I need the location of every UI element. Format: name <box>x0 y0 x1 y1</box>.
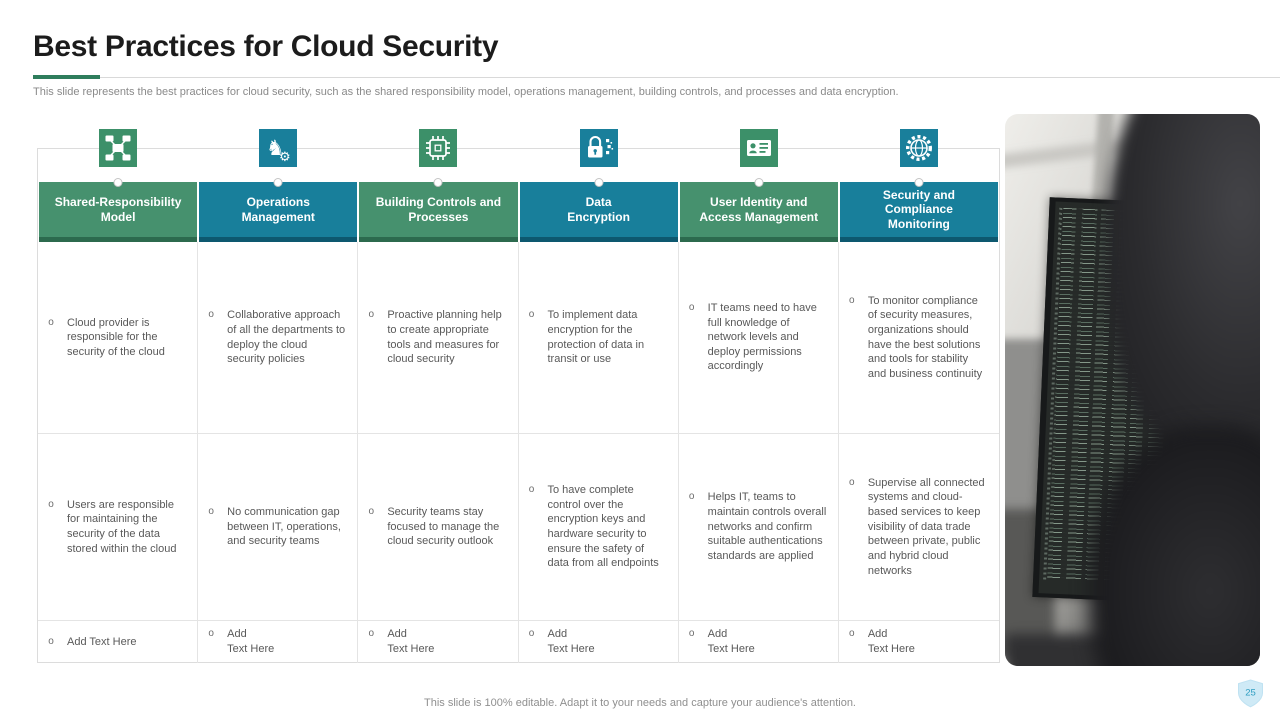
column-security-monitoring: Security and Compliance Monitoring o To m… <box>838 129 999 663</box>
bullet: o <box>688 628 695 640</box>
bullet: o <box>48 316 54 328</box>
title-accent-bar <box>33 75 100 79</box>
table-cell: o Cloud provider is responsible for the s… <box>38 242 199 433</box>
cell-text: Cloud provider is responsible for the se… <box>67 316 165 358</box>
cpu-chip-icon <box>419 129 458 167</box>
globe-gear-icon <box>899 129 938 167</box>
cell-text: Add Text Here <box>387 628 435 655</box>
cell-text: Add Text Here <box>67 635 137 648</box>
bullet: o <box>528 309 535 321</box>
svg-text:⚙: ⚙ <box>279 150 291 165</box>
table-cell: o Proactive planning help to create appro… <box>358 242 519 433</box>
cell-text: Supervise all connected systems and clou… <box>867 476 985 577</box>
bullet: o <box>48 498 54 510</box>
table-cell-placeholder[interactable]: o Add Text Here <box>358 620 519 663</box>
table-cell-placeholder[interactable]: o Add Text Here <box>198 620 359 663</box>
cell-text: Add Text Here <box>867 628 915 655</box>
cell-text: Add Text Here <box>547 628 595 655</box>
table-cell: o To implement data encryption for the pr… <box>519 242 679 433</box>
cell-text: Add Text Here <box>227 628 275 655</box>
lock-data-icon <box>579 129 618 167</box>
table-cell: o No communication gap between IT, operat… <box>198 433 359 620</box>
table-cell: o Collaborative approach of all the depar… <box>198 242 359 433</box>
column-building-controls: Building Controls and Processes o Proacti… <box>358 129 519 663</box>
bullet: o <box>368 506 375 518</box>
bullet: o <box>48 635 54 647</box>
bullet: o <box>208 506 214 518</box>
table-cell: o Helps IT, teams to maintain controls ov… <box>678 433 839 620</box>
cell-text: Security teams stay focused to manage th… <box>387 506 500 548</box>
page-number-badge: 25 <box>1237 679 1264 708</box>
table-cell: o To have complete control over the encry… <box>518 433 679 620</box>
page-title: Best Practices for Cloud Security <box>33 30 499 63</box>
cell-text: Users are responsible for maintaining th… <box>67 498 177 555</box>
table-cell: o To monitor compliance of security measu… <box>839 242 999 433</box>
cell-text: Add Text Here <box>707 628 755 655</box>
slide-subtitle: This slide represents the best practices… <box>33 86 899 98</box>
title-divider <box>33 77 1280 78</box>
editable-note: This slide is 100% editable. Adapt it to… <box>424 697 856 709</box>
bullet: o <box>208 628 214 640</box>
page-number: 25 <box>1245 688 1256 699</box>
bullet: o <box>528 628 535 640</box>
bullet: o <box>849 476 855 488</box>
bullet: o <box>528 484 535 496</box>
table-cell: o Supervise all connected systems and clo… <box>838 433 999 620</box>
bullet: o <box>368 628 375 640</box>
table-cell-placeholder[interactable]: o Add Text Here <box>38 620 199 663</box>
column-user-identity: User Identity and Access Management o IT … <box>678 129 839 663</box>
bullet: o <box>688 301 695 313</box>
svg-text:♞: ♞ <box>266 136 285 160</box>
column-shared-responsibility: Shared-Responsibility Model o Cloud provi… <box>38 129 199 663</box>
table-cell: o Security teams stay focused to manage t… <box>358 433 519 620</box>
photo-developer-monitor <box>1005 114 1260 666</box>
cell-text: To monitor compliance of security measur… <box>867 294 983 380</box>
table-cell-placeholder[interactable]: o Add Text Here <box>518 620 679 663</box>
bullet: o <box>368 309 375 321</box>
bullet: o <box>849 628 855 640</box>
column-operations-management: ♞⚙ Operations Management o Collaborative … <box>198 129 359 663</box>
cell-text: Collaborative approach of all the depart… <box>227 309 346 366</box>
column-header: User Identity and Access Management <box>679 182 838 242</box>
column-header: Building Controls and Processes <box>359 182 518 242</box>
network-nodes-icon <box>99 129 138 167</box>
cell-text: No communication gap between IT, operati… <box>227 506 341 548</box>
cell-text: Proactive planning help to create approp… <box>387 309 502 366</box>
column-header: Security and Compliance Monitoring <box>839 182 998 242</box>
id-card-icon <box>739 129 778 167</box>
cell-text: To have complete control over the encryp… <box>547 484 659 570</box>
column-header: Shared-Responsibility Model <box>39 182 198 242</box>
column-header: Operations Management <box>199 182 358 242</box>
bullet: o <box>849 294 855 306</box>
bullet: o <box>208 309 214 321</box>
table-cell: o IT teams need to have full knowledge of… <box>679 242 839 433</box>
strategy-knight-gear-icon: ♞⚙ <box>259 129 298 167</box>
table-cell-placeholder[interactable]: o Add Text Here <box>838 620 999 663</box>
cell-text: Helps IT, teams to maintain controls ove… <box>707 491 827 562</box>
cell-text: IT teams need to have full knowledge of … <box>707 301 817 373</box>
table-cell: o Users are responsible for maintaining t… <box>38 433 199 620</box>
column-header: Data Encryption <box>519 182 678 242</box>
cell-text: To implement data encryption for the pro… <box>547 309 645 366</box>
column-data-encryption: Data Encryption o To implement data encry… <box>518 129 679 663</box>
table-cell-placeholder[interactable]: o Add Text Here <box>678 620 839 663</box>
bullet: o <box>688 491 695 503</box>
